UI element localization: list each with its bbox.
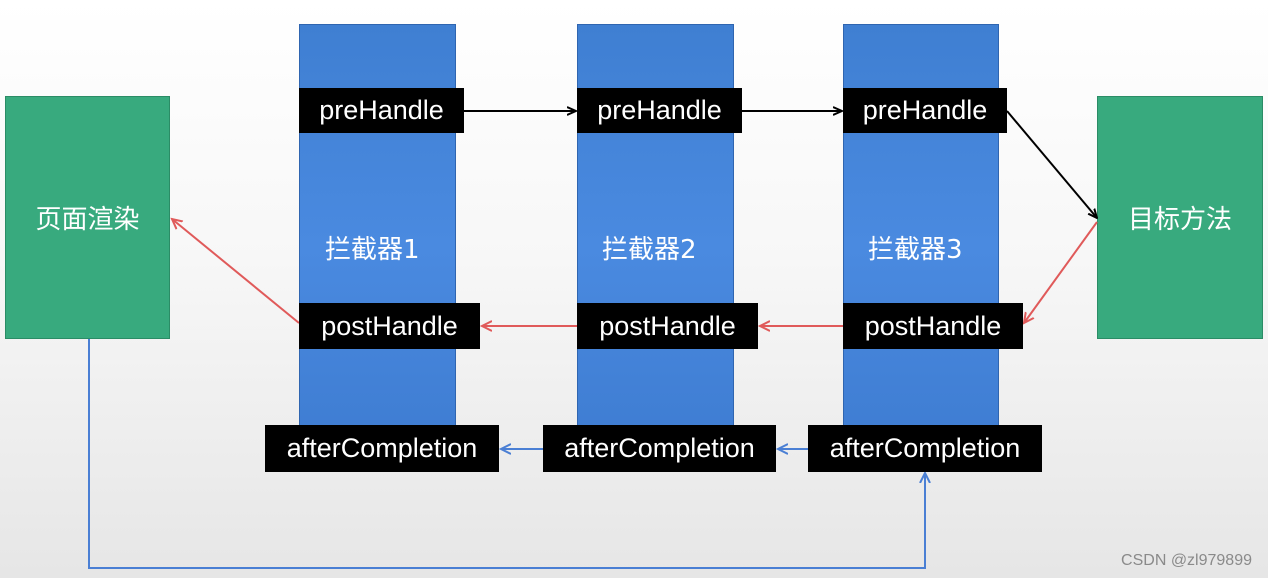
pre-arrow-3-target xyxy=(1006,110,1097,218)
after-arrow-render-3 xyxy=(88,339,925,569)
posthandle-tag-3: postHandle xyxy=(843,303,1023,349)
page-render-label: 页面渲染 xyxy=(35,205,140,235)
prehandle-tag-3: preHandle xyxy=(843,88,1007,133)
prehandle-tag-1: preHandle xyxy=(299,88,464,133)
target-method-label: 目标方法 xyxy=(1127,205,1232,235)
watermark-text: CSDN @zl979899 xyxy=(1121,552,1252,569)
aftercompletion-tag-2: afterCompletion xyxy=(543,425,776,472)
target-method-box: 目标方法 xyxy=(1097,96,1263,339)
prehandle-tag-2: preHandle xyxy=(577,88,742,133)
post-arrow-target-3 xyxy=(1024,221,1098,323)
posthandle-tag-2: postHandle xyxy=(577,303,758,349)
interceptor-2-label: 拦截器2 xyxy=(602,235,697,265)
aftercompletion-tag-3: afterCompletion xyxy=(808,425,1042,472)
interceptor-3-label: 拦截器3 xyxy=(868,235,963,265)
post-arrow-1-render xyxy=(172,219,300,324)
aftercompletion-tag-1: afterCompletion xyxy=(265,425,499,472)
posthandle-tag-1: postHandle xyxy=(299,303,480,349)
page-render-box: 页面渲染 xyxy=(5,96,170,339)
interceptor-1-label: 拦截器1 xyxy=(325,235,420,265)
